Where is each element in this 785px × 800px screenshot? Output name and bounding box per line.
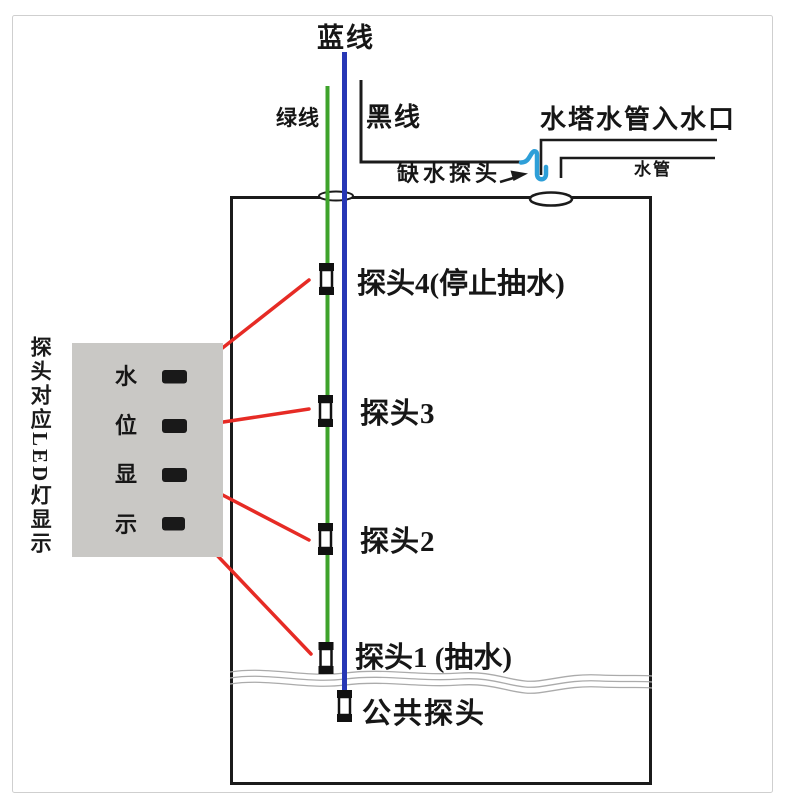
probe-2-cap-top (318, 523, 333, 531)
common-probe-cap-top (337, 690, 352, 698)
led-row-char-4: 示 (115, 512, 137, 537)
low-water-probe-hook (518, 149, 549, 182)
led-row-char-1: 水 (115, 364, 138, 389)
water-pipe (539, 138, 717, 178)
led-panel-body (72, 343, 223, 557)
probe-2-body (318, 528, 333, 550)
probe-4-cap-top (319, 263, 334, 271)
tank-inlet-hole (528, 191, 574, 207)
arrow-head-icon (510, 170, 528, 181)
common-probe (337, 690, 352, 722)
water-inlet-title: 水塔水管入水口 (540, 105, 736, 134)
water-surface-lines (229, 669, 653, 694)
probe-1 (318, 642, 334, 674)
probe-3-body (318, 400, 333, 422)
black-wire-label: 黑线 (366, 103, 422, 132)
probe-1-cap-bottom (318, 666, 334, 674)
probe-1-body (319, 647, 333, 669)
led-row-char-2: 位 (115, 413, 137, 438)
low-water-probe-arrow (499, 170, 528, 184)
led-panel: 水 位 显 示 (72, 343, 223, 557)
led-indicators (162, 370, 187, 531)
water-surface-line (229, 675, 653, 688)
common-probe-label: 公共探头 (362, 697, 486, 730)
probe-3-cap-bottom (318, 419, 333, 427)
blue-wire-label: 蓝线 (317, 23, 375, 53)
probe-4-label: 探头4(停止抽水) (357, 266, 565, 300)
probe-3-cap-top (318, 395, 333, 403)
probe-4-cap-bottom (319, 287, 334, 295)
water-pipe-lower-edge (559, 156, 715, 178)
tank (230, 196, 652, 785)
probe-2-cap-bottom (318, 547, 333, 555)
black-wire (359, 80, 524, 164)
water-pipe-label: 水管 (634, 159, 672, 179)
probe-2 (318, 523, 333, 555)
probe-3-label: 探头3 (360, 397, 436, 430)
common-probe-body (337, 695, 352, 717)
common-probe-cap-bottom (337, 714, 352, 722)
probe-4 (319, 263, 334, 295)
low-water-probe-label: 缺水探头 (397, 161, 501, 186)
probe-3 (318, 395, 333, 427)
green-wire-label: 绿线 (276, 106, 320, 130)
wire-entry-hole (318, 190, 354, 202)
led-indicator-1 (162, 370, 187, 384)
probe-1-cap-top (318, 642, 334, 650)
led-indicator-2 (162, 419, 187, 433)
probe-1-label: 探头1 (抽水) (355, 641, 512, 674)
led-panel-note: 探头对应LED灯显示 (28, 336, 53, 557)
led-indicator-4 (162, 517, 185, 531)
probes (318, 263, 352, 722)
water-surface-line (229, 669, 653, 682)
probe-2-label: 探头2 (360, 525, 436, 558)
led-indicator-3 (162, 468, 187, 482)
water-surface-line (229, 681, 653, 694)
water-pipe-upper-edge (539, 138, 717, 175)
arrow-shaft (499, 176, 516, 184)
led-row-char-3: 显 (115, 462, 137, 487)
probe-4-body (319, 268, 334, 290)
outer-frame (12, 15, 773, 793)
